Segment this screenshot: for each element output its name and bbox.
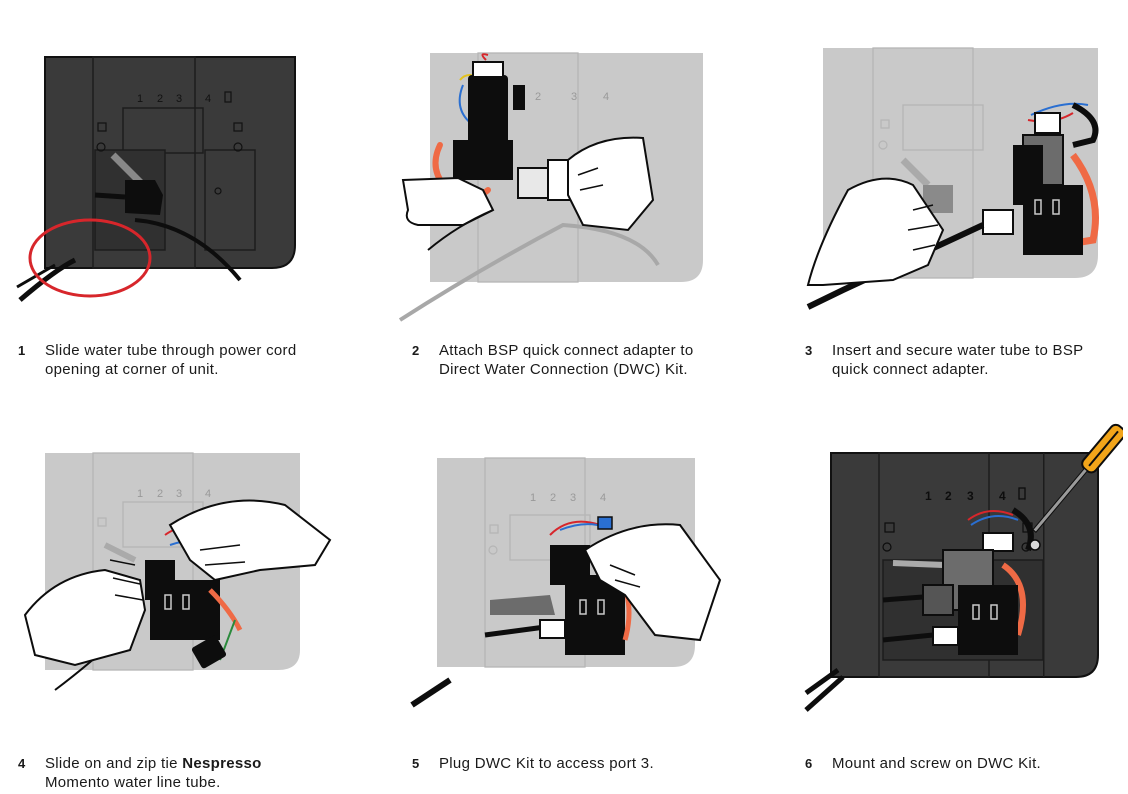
- step-text: Insert and secure water tube to BSP quic…: [832, 342, 1084, 378]
- step-6-illustration: 1 2 3 4: [803, 415, 1123, 715]
- step-number: 5: [412, 756, 420, 771]
- step-number: 4: [18, 756, 26, 771]
- port-label-1: 1: [137, 93, 143, 105]
- svg-text:4: 4: [600, 492, 606, 504]
- svg-text:3: 3: [967, 489, 974, 503]
- svg-text:3: 3: [176, 488, 182, 500]
- svg-text:1: 1: [530, 492, 536, 504]
- svg-text:3: 3: [570, 492, 576, 504]
- svg-text:2: 2: [535, 91, 541, 103]
- step-number: 2: [412, 343, 420, 358]
- step-number: 6: [805, 756, 813, 771]
- step-3-illustration: [803, 45, 1103, 315]
- step-text: Plug DWC Kit to access port 3.: [439, 755, 654, 772]
- step-5-illustration: 1 2 3 4: [410, 455, 725, 715]
- step-number: 1: [18, 343, 26, 358]
- svg-text:2: 2: [945, 489, 952, 503]
- port-label-2: 2: [157, 93, 163, 105]
- step-number: 3: [805, 343, 813, 358]
- step-text: Slide on and zip tie Nespresso Momento w…: [45, 754, 315, 792]
- svg-text:2: 2: [157, 488, 163, 500]
- svg-text:1: 1: [137, 488, 143, 500]
- step-2-illustration: 2 3 4: [398, 50, 708, 325]
- step-text: Mount and screw on DWC Kit.: [832, 755, 1042, 772]
- svg-text:4: 4: [603, 91, 609, 103]
- port-label-4: 4: [205, 93, 211, 105]
- svg-text:3: 3: [571, 91, 577, 103]
- step-1-illustration: 1 2 3 4: [15, 55, 305, 310]
- port-label-3: 3: [176, 93, 182, 105]
- svg-text:4: 4: [999, 489, 1006, 503]
- svg-text:4: 4: [205, 488, 211, 500]
- step-text: Slide water tube through power cord open…: [45, 342, 297, 378]
- step-text: Attach BSP quick connect adapter to Dire…: [439, 342, 694, 378]
- step-text-part: Momento water line tube.: [45, 774, 221, 791]
- screwdriver: [1032, 423, 1123, 533]
- step-4-illustration: 1 2 3 4: [15, 450, 335, 695]
- brand-name: Nespresso: [182, 755, 262, 772]
- svg-text:1: 1: [925, 489, 932, 503]
- step-text-part: Slide on and zip tie: [45, 755, 183, 772]
- svg-text:2: 2: [550, 492, 556, 504]
